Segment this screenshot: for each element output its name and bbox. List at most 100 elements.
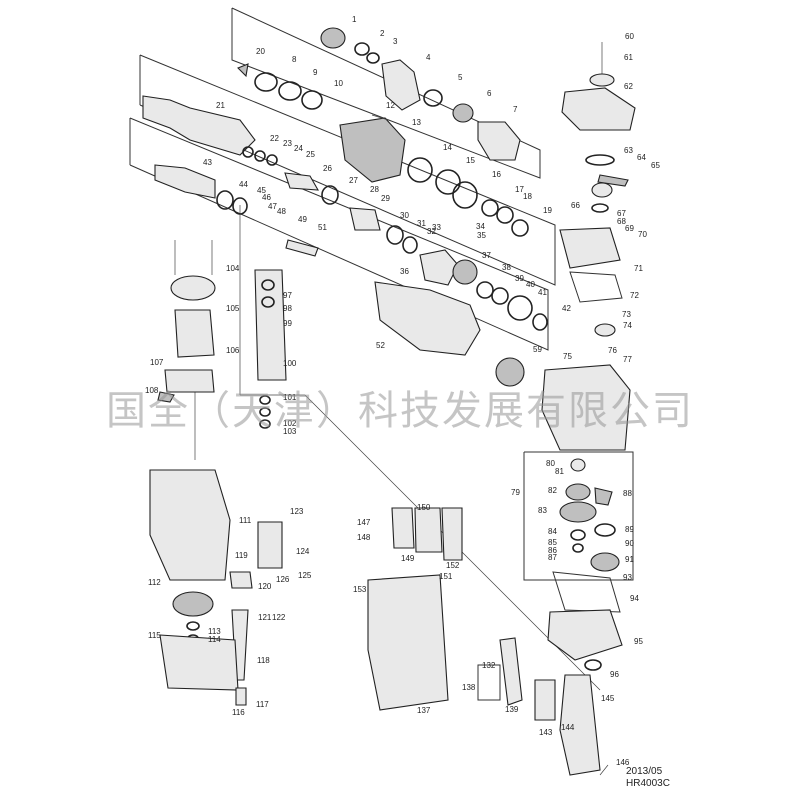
callout-74: 74 xyxy=(623,321,632,330)
callout-12: 12 xyxy=(386,101,395,110)
callout-23: 23 xyxy=(283,139,292,148)
callout-83: 83 xyxy=(538,506,547,515)
callout-97: 97 xyxy=(283,291,292,300)
callout-69: 69 xyxy=(625,224,634,233)
callout-102: 102 xyxy=(283,419,297,428)
callout-149: 149 xyxy=(401,554,415,563)
callout-59: 59 xyxy=(533,345,542,354)
callout-101: 101 xyxy=(283,393,297,402)
callout-112: 112 xyxy=(148,578,161,587)
callout-40: 40 xyxy=(526,280,535,289)
model-number: HR4003C xyxy=(626,778,670,789)
callout-90: 90 xyxy=(625,539,634,548)
callout-1: 1 xyxy=(352,15,357,24)
callout-91: 91 xyxy=(625,555,634,564)
revision-date: 2013/05 xyxy=(626,766,663,777)
callout-16: 16 xyxy=(492,170,501,179)
callout-5: 5 xyxy=(458,73,463,82)
callout-20: 20 xyxy=(256,47,265,56)
front-cap-assembly xyxy=(237,27,521,161)
callout-8: 8 xyxy=(292,55,297,64)
callout-75: 75 xyxy=(563,352,572,361)
callout-85: 85 xyxy=(548,538,557,547)
callout-120: 120 xyxy=(258,582,272,591)
callout-105: 105 xyxy=(226,304,240,313)
callout-80: 80 xyxy=(546,459,555,468)
callout-72: 72 xyxy=(630,291,639,300)
callout-38: 38 xyxy=(502,263,511,272)
callout-46: 46 xyxy=(262,193,271,202)
callout-116: 116 xyxy=(232,708,245,717)
callout-86: 86 xyxy=(548,546,557,555)
callout-104: 104 xyxy=(226,264,240,273)
callout-106: 106 xyxy=(226,346,240,355)
callout-144: 144 xyxy=(561,723,575,732)
callout-64: 64 xyxy=(637,153,646,162)
callout-43: 43 xyxy=(203,158,212,167)
callout-146: 146 xyxy=(616,758,630,767)
callout-18: 18 xyxy=(523,192,532,201)
callout-125: 125 xyxy=(298,571,312,580)
callout-122: 122 xyxy=(272,613,286,622)
callout-76: 76 xyxy=(608,346,617,355)
callout-98: 98 xyxy=(283,304,292,313)
callout-7: 7 xyxy=(513,105,518,114)
callout-70: 70 xyxy=(638,230,647,239)
callout-36: 36 xyxy=(400,267,409,276)
callout-118: 118 xyxy=(257,656,270,665)
callout-107: 107 xyxy=(150,358,164,367)
callout-71: 71 xyxy=(634,264,643,273)
callout-4: 4 xyxy=(426,53,431,62)
callout-66: 66 xyxy=(571,201,580,210)
callout-41: 41 xyxy=(538,288,547,297)
callout-94: 94 xyxy=(630,594,639,603)
callout-151: 151 xyxy=(439,572,453,581)
callout-87: 87 xyxy=(548,553,557,562)
callout-103: 103 xyxy=(283,427,297,436)
callout-45: 45 xyxy=(257,186,266,195)
callout-32: 32 xyxy=(427,227,436,236)
callout-84: 84 xyxy=(548,527,557,536)
callout-62: 62 xyxy=(624,82,633,91)
callout-93: 93 xyxy=(623,573,632,582)
callout-108: 108 xyxy=(145,386,159,395)
callout-126: 126 xyxy=(276,575,290,584)
callout-24: 24 xyxy=(294,144,303,153)
callout-10: 10 xyxy=(334,79,343,88)
callout-21: 21 xyxy=(216,101,225,110)
motor-column xyxy=(157,240,287,429)
callout-27: 27 xyxy=(349,176,358,185)
callout-28: 28 xyxy=(370,185,379,194)
callout-2: 2 xyxy=(380,29,385,38)
callout-147: 147 xyxy=(357,518,371,527)
callout-139: 139 xyxy=(505,705,519,714)
callout-37: 37 xyxy=(482,251,491,260)
callout-124: 124 xyxy=(296,547,310,556)
callout-123: 123 xyxy=(290,507,304,516)
callout-9: 9 xyxy=(313,68,318,77)
callout-100: 100 xyxy=(283,359,297,368)
spindle-assembly xyxy=(154,146,548,387)
callout-22: 22 xyxy=(270,134,279,143)
callout-35: 35 xyxy=(477,231,486,240)
callout-115: 115 xyxy=(148,631,161,640)
callout-117: 117 xyxy=(256,700,269,709)
callout-73: 73 xyxy=(622,310,631,319)
callout-113: 113 xyxy=(208,627,221,636)
callout-150: 150 xyxy=(417,503,431,512)
handle-housing-parts xyxy=(367,507,609,776)
callout-89: 89 xyxy=(625,525,634,534)
callout-111: 111 xyxy=(239,516,252,525)
callout-114: 114 xyxy=(208,635,221,644)
callout-33: 33 xyxy=(432,223,441,232)
barrel-assembly xyxy=(142,95,529,237)
callout-82: 82 xyxy=(548,486,557,495)
callout-77: 77 xyxy=(623,355,632,364)
callout-148: 148 xyxy=(357,533,371,542)
callout-88: 88 xyxy=(623,489,632,498)
callout-labels: 1234567891012131415161718192021222324252… xyxy=(145,15,660,767)
lower-housing-parts xyxy=(149,469,283,706)
callout-19: 19 xyxy=(543,206,552,215)
